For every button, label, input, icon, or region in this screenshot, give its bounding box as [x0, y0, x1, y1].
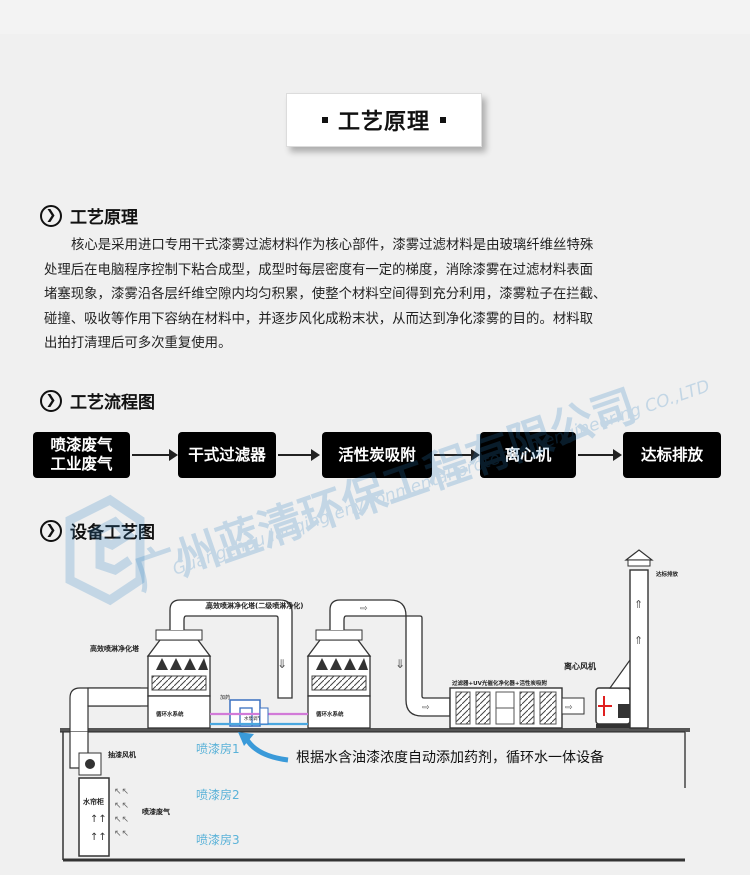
tower1-label: 高效喷淋净化塔: [90, 644, 140, 653]
svg-text:↖↖: ↖↖: [114, 829, 129, 839]
svg-text:⇨: ⇨: [565, 703, 573, 713]
svg-text:↖↖: ↖↖: [114, 815, 129, 825]
note-arrow-icon: [243, 736, 289, 763]
svg-text:⇓: ⇓: [277, 657, 287, 671]
tank-label-2: 循环水系统: [316, 710, 344, 718]
svg-text:⇨: ⇨: [205, 604, 213, 614]
equipment-diagram: 抽漆风机 水帘柜 ↑↑ ↑↑ ↖↖↖↖ ↖↖↖↖ 喷漆废气 喷漆房1 喷漆房2 …: [60, 549, 690, 862]
flow-arrow-icon: [578, 449, 622, 461]
circle-arrow-icon: ❯: [40, 204, 62, 227]
svg-text:↖↖: ↖↖: [114, 801, 129, 811]
discharge-label: 达标排放: [656, 570, 679, 578]
water-curtain-cabinet: [78, 777, 110, 857]
square-bullet-icon: [440, 117, 446, 123]
pump-label: 水泵调节: [244, 715, 262, 722]
connecting-duct-1: [169, 599, 293, 699]
paint-gas-label: 喷漆废气: [142, 807, 170, 816]
water-curtain-label: 水帘柜: [83, 797, 104, 806]
page-title-box: 工艺原理: [286, 93, 482, 147]
booth-label-3: 喷漆房3: [196, 832, 240, 847]
svg-text:⇑: ⇑: [634, 598, 643, 611]
svg-text:↑↑: ↑↑: [90, 814, 107, 825]
roof-slab: [60, 728, 690, 732]
flow-step-carbon: 活性炭吸附: [322, 432, 432, 478]
flow-step-dry-filter: 干式过滤器: [178, 432, 276, 478]
flow-arrow-icon: [278, 449, 320, 461]
dosing-label: 加药: [220, 694, 230, 701]
section-title: 工艺流程图: [70, 393, 155, 413]
exhaust-stack: ⇑ ⇑: [624, 549, 654, 729]
svg-text:⇨: ⇨: [422, 703, 430, 713]
filter-unit-label: 过滤器+UV光催化净化器+活性炭吸附: [452, 679, 547, 687]
booth-label-1: 喷漆房1: [196, 741, 240, 756]
tower2-label: 高效喷淋净化塔(二级喷淋净化): [206, 601, 303, 610]
flow-step-discharge: 达标排放: [623, 432, 721, 478]
flow-step-source: 喷漆废气工业废气: [33, 432, 130, 478]
process-flow: 喷漆废气工业废气 干式过滤器 活性炭吸附 离心机 达标排放: [33, 432, 723, 478]
tank-label-1: 循环水系统: [156, 710, 184, 718]
flow-step-centrifugal: 离心机: [480, 432, 576, 478]
svg-text:↑↑: ↑↑: [90, 832, 107, 843]
exhaust-fan-label: 抽漆风机: [108, 750, 136, 759]
paragraph-line: 出拍打清理后可多次重复使用。: [44, 336, 232, 351]
page-title: 工艺原理: [337, 110, 430, 135]
section-title: 工艺原理: [70, 208, 138, 228]
circle-arrow-icon: ❯: [40, 519, 62, 542]
square-bullet-icon: [321, 117, 328, 123]
svg-text:⇨: ⇨: [360, 604, 368, 614]
spray-tower-1: 循环水系统: [146, 629, 212, 729]
section-heading-flow: ❯ 工艺流程图: [40, 388, 155, 413]
booth-label-2: 喷漆房2: [196, 787, 240, 802]
svg-text:↖↖: ↖↖: [114, 787, 129, 797]
circle-arrow-icon: ❯: [40, 389, 62, 412]
paragraph-line: 堵塞现象，漆雾沿各层纤维空隙内均匀积累，使整个材料空间得到充分利用，漆雾粒子在拦…: [44, 287, 607, 302]
principle-paragraph: 核心是采用进口专用干式漆雾过滤材料作为核心部件，漆雾过滤材料是由玻璃纤维丝特殊 …: [44, 234, 709, 357]
section-heading-principle: ❯ 工艺原理: [40, 203, 138, 228]
filter-uv-carbon-unit: [449, 687, 563, 729]
svg-text:⇓: ⇓: [395, 657, 405, 671]
paragraph-line: 处理后在电脑程序控制下粘合成型，成型时每层密度有一定的梯度，消除漆雾在过滤材料表…: [44, 262, 594, 278]
flow-arrow-icon: [434, 449, 480, 461]
dosing-note: 根据水含油漆浓度自动添加药剂，循环水一体设备: [296, 749, 604, 766]
paragraph-line: 碰撞、吸收等作用下容纳在材料中，并逐步风化成粉末状，从而达到净化漆雾的目的。材料…: [44, 311, 594, 327]
fan-label: 离心风机: [564, 661, 596, 671]
flow-arrow-icon: [132, 449, 178, 461]
top-bar: [0, 0, 750, 34]
spray-tower-2: 循环水系统: [306, 629, 372, 729]
svg-text:⇑: ⇑: [634, 634, 643, 647]
section-heading-equipment: ❯ 设备工艺图: [40, 518, 155, 543]
section-title: 设备工艺图: [70, 523, 155, 543]
paragraph-line: 核心是采用进口专用干式漆雾过滤材料作为核心部件，漆雾过滤材料是由玻璃纤维丝特殊: [71, 238, 594, 253]
